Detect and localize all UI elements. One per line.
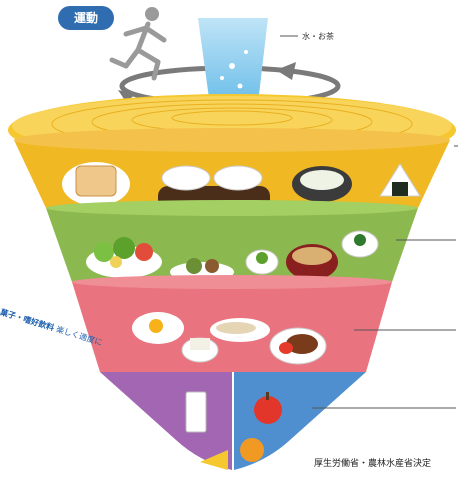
credit-text: 厚生労働省・農林水産省決定 xyxy=(314,459,432,469)
tier-grains xyxy=(14,128,450,212)
tier-milk xyxy=(100,372,232,470)
tier-meat-fish xyxy=(72,275,392,372)
stew-bowl-icon xyxy=(286,244,338,280)
exercise-badge: 運動 xyxy=(58,6,114,30)
running-figure-icon xyxy=(109,7,167,81)
fish-plate-icon xyxy=(210,318,270,342)
apple-icon xyxy=(254,392,282,424)
snacks-note: 楽しく適度に xyxy=(55,324,104,348)
orange-icon xyxy=(240,438,264,462)
water-tea-label: 水・お茶 xyxy=(302,32,334,41)
pointer-lines xyxy=(280,35,458,409)
greens-bowl-icon xyxy=(341,230,379,258)
tofu-icon xyxy=(181,337,219,363)
bread-icon xyxy=(62,162,130,206)
meat-plate-icon xyxy=(269,327,327,365)
milk-glass-icon xyxy=(185,391,207,433)
small-bowl-icon xyxy=(245,249,279,275)
tier-fruit xyxy=(234,372,366,470)
fried-egg-icon xyxy=(132,312,184,344)
tier-vegetables xyxy=(46,200,418,282)
salad-icon xyxy=(86,237,162,278)
noodle-bowl-icon xyxy=(292,166,352,202)
cheese-icon xyxy=(200,450,228,470)
onigiri-icon xyxy=(379,163,421,197)
